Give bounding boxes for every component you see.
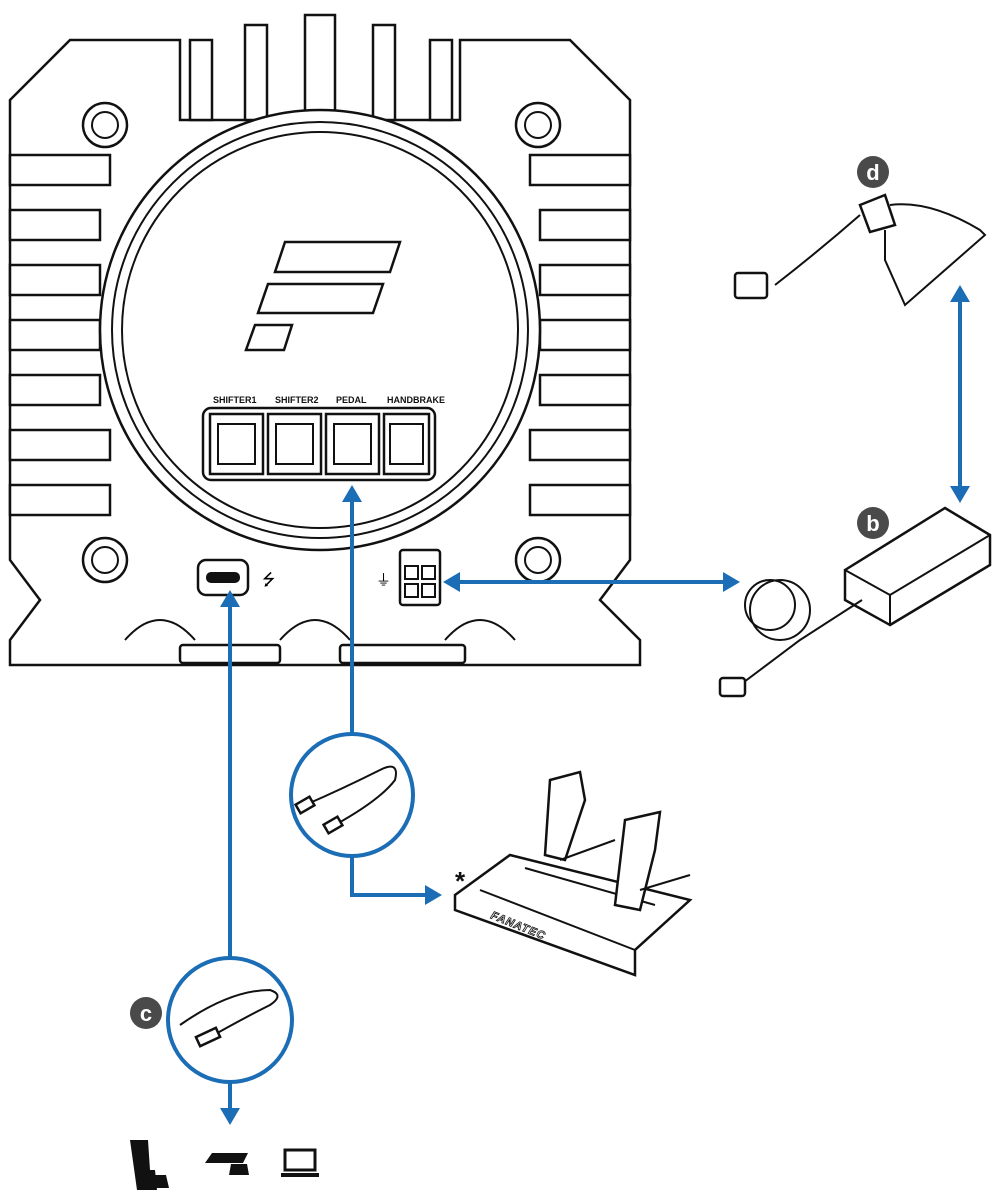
svg-text:c: c (140, 1001, 152, 1026)
svg-text:*: * (455, 866, 466, 896)
power-cord (733, 193, 987, 307)
port-label: SHIFTER1 (213, 395, 257, 405)
port-pedal[interactable]: PEDAL (324, 395, 381, 476)
port-label: HANDBRAKE (387, 395, 445, 405)
pedal-set: * FANATEC (453, 770, 693, 977)
badge-d: d (857, 156, 889, 188)
cooling-fins (8, 13, 632, 517)
port-label: PEDAL (336, 395, 367, 405)
port-handbrake[interactable]: HANDBRAKE (382, 395, 445, 476)
rj12-port-panel: SHIFTER1 SHIFTER2 PEDAL HANDBRAKE (201, 395, 445, 482)
svg-text:d: d (866, 160, 879, 185)
wheel-base: SHIFTER1 SHIFTER2 PEDAL HANDBRAKE ⭍ (8, 13, 642, 667)
svg-text:b: b (866, 511, 879, 536)
power-supply (718, 506, 992, 698)
usb-c-port[interactable] (196, 558, 250, 597)
usb-cable-callout (166, 956, 294, 1084)
playstation-console-icon (130, 1140, 169, 1190)
badge-c: c (130, 997, 162, 1029)
fanatec-logo (244, 240, 402, 352)
platform-icons (130, 1140, 319, 1190)
power-plug-icon: ⏚ (376, 572, 391, 589)
power-port[interactable] (398, 548, 442, 607)
motor-housing (98, 108, 542, 552)
port-label: SHIFTER2 (275, 395, 319, 405)
badge-b: b (857, 507, 889, 539)
pedal-cable-callout (289, 732, 415, 858)
usb-icon: ⭍ (262, 571, 275, 589)
port-shifter2[interactable]: SHIFTER2 (266, 395, 323, 476)
port-shifter1[interactable]: SHIFTER1 (208, 395, 265, 476)
connection-arrows (220, 285, 970, 1125)
pc-laptop-icon (281, 1148, 319, 1177)
xbox-console-icon (205, 1153, 249, 1175)
mounting-holes (81, 101, 562, 584)
